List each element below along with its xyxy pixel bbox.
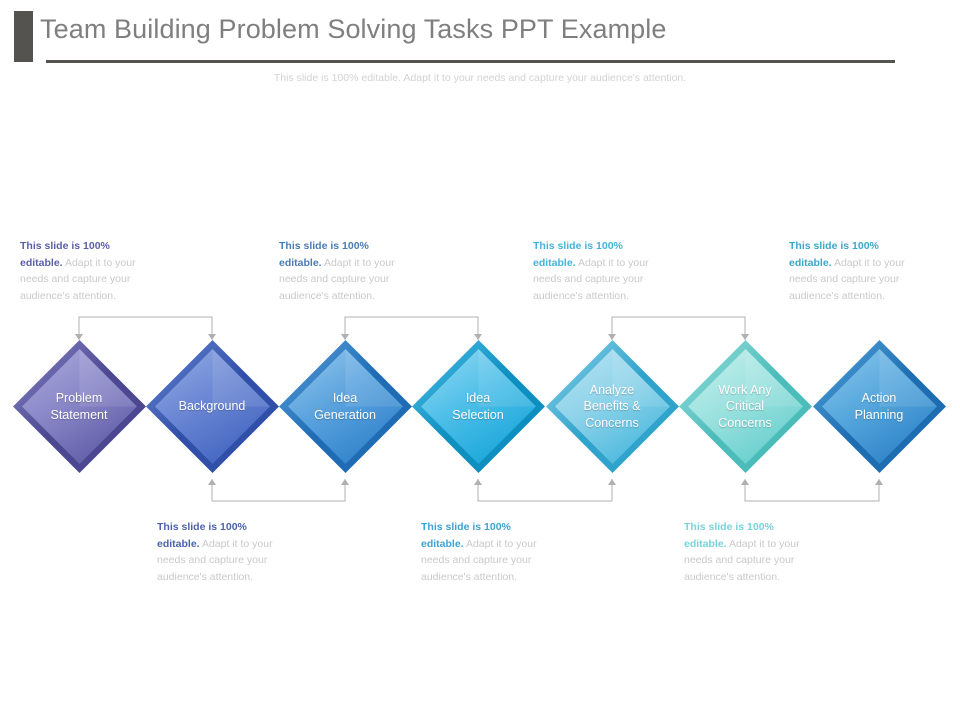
callout-lead-text: This slide is 100% editable. — [533, 240, 623, 269]
connector-bottom-3 — [733, 467, 891, 513]
callout-lead-text: This slide is 100% editable. — [279, 240, 369, 269]
callout-lead-text: This slide is 100% editable. — [789, 240, 879, 269]
callout-bottom-3: This slide is 100% editable. Adapt it to… — [684, 519, 816, 585]
connector-top-2 — [333, 305, 490, 352]
callout-bottom-1: This slide is 100% editable. Adapt it to… — [157, 519, 289, 585]
callout-body-text: Adapt it to your needs and capture your … — [279, 256, 395, 302]
callout-lead-text: This slide is 100% editable. — [157, 521, 247, 550]
callout-lead-text: This slide is 100% editable. — [421, 521, 511, 550]
callout-top-1: This slide is 100% editable. Adapt it to… — [20, 238, 152, 304]
title-underline-rule — [46, 60, 895, 63]
callout-body-text: Adapt it to your needs and capture your … — [789, 256, 905, 302]
callout-body-text: Adapt it to your needs and capture your … — [533, 256, 649, 302]
connector-bottom-1 — [200, 467, 357, 513]
callout-lead-text: This slide is 100% editable. — [684, 521, 774, 550]
connector-bottom-2 — [466, 467, 624, 513]
page-title: Team Building Problem Solving Tasks PPT … — [40, 14, 667, 44]
callout-top-2: This slide is 100% editable. Adapt it to… — [279, 238, 411, 304]
callout-body-text: Adapt it to your needs and capture your … — [421, 537, 537, 583]
connector-top-1 — [67, 305, 224, 352]
callout-top-3: This slide is 100% editable. Adapt it to… — [533, 238, 665, 304]
callout-body-text: Adapt it to your needs and capture your … — [20, 256, 136, 302]
callout-body-text: Adapt it to your needs and capture your … — [157, 537, 273, 583]
connector-top-3 — [600, 305, 757, 352]
header-accent-bar — [14, 11, 33, 62]
callout-top-4: This slide is 100% editable. Adapt it to… — [789, 238, 921, 304]
slide-subtitle: This slide is 100% editable. Adapt it to… — [273, 72, 687, 84]
diamond-background[interactable]: Background — [145, 340, 279, 473]
callout-bottom-2: This slide is 100% editable. Adapt it to… — [421, 519, 553, 585]
callout-body-text: Adapt it to your needs and capture your … — [684, 537, 800, 583]
callout-lead-text: This slide is 100% editable. — [20, 240, 110, 269]
